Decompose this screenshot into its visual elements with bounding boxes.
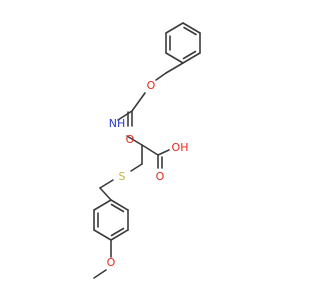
- bond: [141, 144, 159, 156]
- molecule-canvas: O O NH OH O S O: [93, 22, 201, 279]
- bond: [157, 149, 170, 156]
- carbonyl-oxygen-label: O: [126, 133, 135, 146]
- bond: [182, 52, 201, 64]
- bond: [182, 50, 197, 60]
- bond: [130, 163, 143, 172]
- methoxy-group: [93, 239, 112, 279]
- carbamate-group: [117, 92, 146, 127]
- bond: [110, 203, 125, 213]
- oh-label: OH: [172, 141, 189, 154]
- bond: [93, 229, 112, 241]
- bond: [155, 72, 167, 81]
- bond: [110, 227, 125, 237]
- bond: [99, 187, 112, 201]
- bond: [131, 92, 146, 112]
- acid-carbonyl-oxygen-label: O: [156, 170, 165, 183]
- bond: [99, 179, 114, 189]
- bond: [165, 52, 184, 64]
- nh-label: NH: [109, 117, 126, 130]
- sulfur-label: S: [119, 170, 126, 183]
- bond: [126, 135, 143, 146]
- bond: [182, 22, 201, 34]
- backbone: [99, 135, 170, 201]
- bond: [117, 110, 133, 121]
- bond: [165, 22, 184, 34]
- top-benzene-ring: [165, 22, 201, 64]
- bottom-benzene-ring: [93, 199, 129, 241]
- structure-diagram: O O NH OH O S O: [93, 22, 201, 279]
- ester-oxygen-label: O: [147, 79, 156, 92]
- bond: [165, 62, 184, 74]
- bond: [93, 199, 112, 211]
- bond: [93, 269, 107, 279]
- bond: [110, 199, 129, 211]
- methoxy-oxygen-label: O: [107, 256, 116, 269]
- benzyl-linker: [155, 62, 184, 81]
- bond: [183, 26, 197, 36]
- bond: [110, 229, 129, 241]
